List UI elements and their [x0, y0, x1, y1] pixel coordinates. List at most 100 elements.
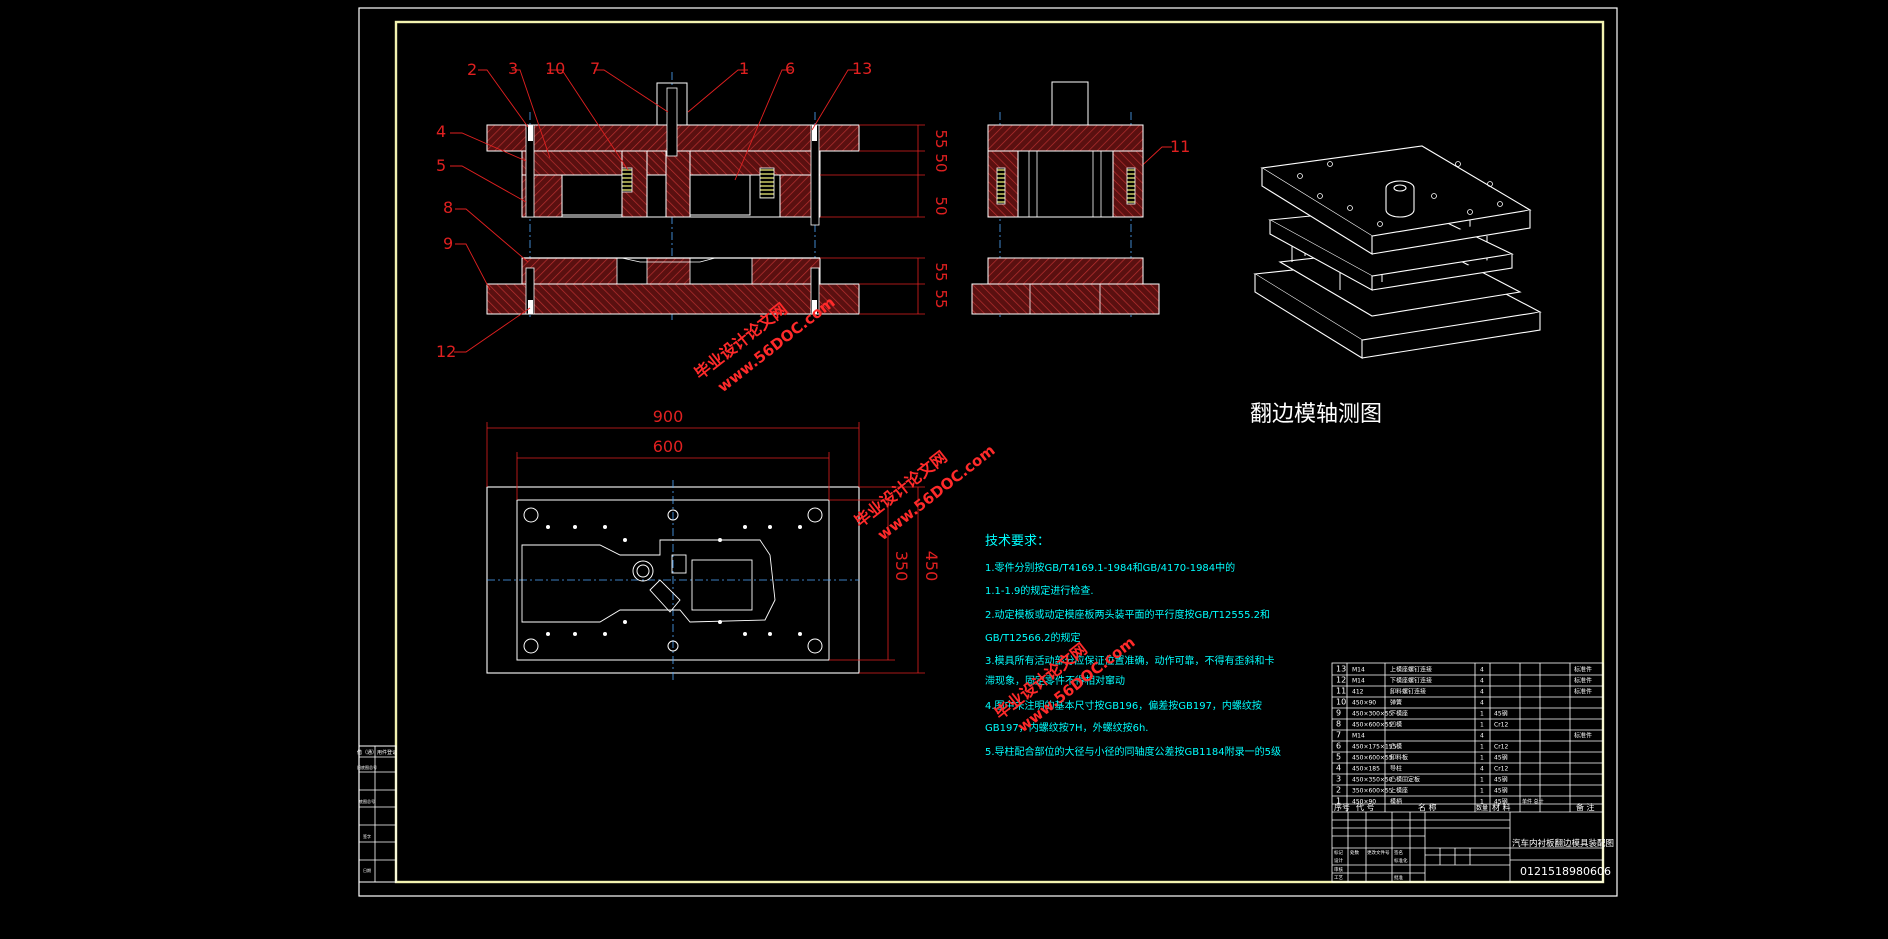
bom-cell-code: 412 — [1352, 689, 1364, 696]
bom-cell-name: 弹簧 — [1390, 699, 1402, 707]
drawing-title: 汽车内衬板翻边模具装配图 — [1512, 838, 1614, 849]
bom-cell-mat: 45钢 — [1494, 754, 1508, 762]
dim-front-4: 55 — [932, 262, 950, 281]
dim-front-5: 55 — [932, 289, 950, 308]
isometric-view — [1253, 145, 1542, 359]
tb-label-count: 处数 — [1350, 849, 1359, 856]
bom-cell-no: 10 — [1336, 698, 1346, 707]
bom-cell-no: 11 — [1336, 687, 1346, 696]
callout-12: 12 — [436, 342, 456, 361]
bom-cell-code: 350×600×55 — [1352, 788, 1393, 795]
iso-view-caption: 翻边模轴测图 — [1250, 402, 1382, 427]
tech-requirements: 技术要求： 1.零件分别按GB/T4169.1-1984和GB/4170-198… — [985, 534, 1281, 758]
bom-cell-code: M14 — [1352, 733, 1365, 740]
tb-label-approve: 批准 — [1394, 874, 1403, 881]
bom-cell-no: 3 — [1336, 775, 1341, 784]
outer-frame — [358, 7, 1618, 897]
side-section-view — [971, 81, 1160, 320]
callout-5: 5 — [436, 156, 446, 175]
bom-cell-name: 导柱 — [1390, 765, 1402, 773]
callout-3: 3 — [508, 59, 518, 78]
strip-label-5: 日期 — [363, 867, 371, 873]
bom-cell-qty: 4 — [1480, 733, 1484, 740]
tech-req-title: 技术要求： — [985, 534, 1050, 549]
bom-cell-qty: 1 — [1480, 711, 1484, 718]
bom-cell-code: M14 — [1352, 678, 1365, 685]
bom-cell-qty: 1 — [1480, 799, 1484, 806]
bom-cell-qty: 1 — [1480, 788, 1484, 795]
tech-req-line-7: 4.图中未注明的基本尺寸按GB196，偏差按GB197，内螺纹按 — [985, 699, 1262, 712]
left-binding-strip: 借（通）用件登记 旧底图总号 底图总号 签字 日期 — [357, 745, 397, 883]
bom-cell-qty: 4 — [1480, 766, 1484, 773]
bom-cell-qty: 1 — [1480, 755, 1484, 762]
bom-cell-code: 450×600×55 — [1352, 755, 1393, 762]
bom-cell-code: 450×90 — [1352, 799, 1376, 806]
bom-cell-note: 标准件 — [1574, 732, 1592, 740]
bom-cell-name: 凸模固定板 — [1390, 776, 1420, 784]
bom-cell-code: M14 — [1352, 667, 1365, 674]
tb-label-sign: 签名 — [1394, 849, 1403, 856]
bom-cell-name: 卸料螺钉连接 — [1390, 688, 1426, 696]
tb-label-process: 工艺 — [1334, 875, 1343, 881]
bom-cell-mat: 45钢 — [1494, 710, 1508, 718]
strip-label-4: 签字 — [363, 833, 371, 839]
part-callouts — [450, 69, 1172, 353]
bom-cell-no: 6 — [1336, 742, 1341, 751]
bom-header-name: 名 称 — [1418, 802, 1437, 812]
bom-cell-name: 上模座 — [1390, 787, 1408, 795]
bom-header: 序号 代 号 名 称 数量 材 料 单件 总计 备 注 — [1334, 798, 1595, 812]
tech-req-line-2: 1.1-1.9的规定进行检查. — [985, 584, 1094, 597]
bom-header-weight: 单件 总计 — [1522, 798, 1544, 805]
bom-cell-name: 凹模 — [1390, 721, 1402, 729]
callout-10: 10 — [545, 59, 565, 78]
dim-front-3: 50 — [932, 196, 950, 215]
tech-req-line-9: 5.导柱配合部位的大径与小径的同轴度公差按GB1184附录一的5级 — [985, 745, 1281, 758]
callout-6: 6 — [785, 59, 795, 78]
bom-cell-qty: 4 — [1480, 678, 1484, 685]
bom-cell-name: 下模座 — [1390, 710, 1408, 718]
bom-cell-mat: Cr12 — [1494, 722, 1508, 729]
bom-cell-no: 9 — [1336, 709, 1341, 718]
bom-header-note: 备 注 — [1576, 802, 1595, 812]
dim-front-1: 55 — [932, 129, 950, 148]
callout-7: 7 — [590, 59, 600, 78]
bom-cell-code: 450×350×50 — [1352, 777, 1393, 784]
plan-view: 900 600 350 450 — [486, 407, 941, 680]
dim-height-outer: 450 — [922, 551, 941, 582]
title-block: 汽车内衬板翻边模具装配图 0121518980606 标记 处数 更改文件号 签… — [1334, 838, 1614, 881]
callout-13: 13 — [852, 59, 872, 78]
bom-cell-mat: 45钢 — [1494, 798, 1508, 806]
bom-header-code: 代 号 — [1356, 802, 1375, 812]
bom-cell-mat: Cr12 — [1494, 744, 1508, 751]
bom-table — [1331, 662, 1604, 883]
bom-cell-mat: 45钢 — [1494, 776, 1508, 784]
callout-4: 4 — [436, 122, 446, 141]
bom-cell-note: 标准件 — [1574, 688, 1592, 696]
bom-cell-code: 450×600×55 — [1352, 722, 1393, 729]
bom-cell-no: 12 — [1336, 676, 1346, 685]
tech-req-line-3: 2.动定模板或动定模座板两头装平面的平行度按GB/T12555.2和 — [985, 608, 1270, 621]
bom-cell-note: 标准件 — [1574, 666, 1592, 674]
front-section-view: 55 50 50 55 55 — [486, 72, 950, 320]
bom-cell-code: 450×300×55 — [1352, 711, 1393, 718]
bom-header-no: 序号 — [1334, 802, 1350, 812]
inner-frame — [394, 20, 1605, 884]
bom-cell-mat: 45钢 — [1494, 787, 1508, 795]
bom-cell-qty: 1 — [1480, 777, 1484, 784]
dim-width-inner: 600 — [653, 437, 684, 456]
bom-cell-no: 13 — [1336, 665, 1346, 674]
tb-label-review: 审核 — [1334, 866, 1343, 873]
bom-cell-code: 450×175×155 — [1352, 744, 1397, 751]
tb-label-design: 设计 — [1334, 857, 1343, 864]
strip-label-2: 旧底图总号 — [357, 764, 377, 770]
tech-req-line-1: 1.零件分别按GB/T4169.1-1984和GB/4170-1984中的 — [985, 561, 1235, 574]
tech-req-line-6: 滞现象，固定零件不得相对窜动 — [985, 674, 1125, 687]
callout-2: 2 — [467, 60, 477, 79]
bom-cell-name: 下模座螺钉连接 — [1390, 677, 1432, 685]
tech-req-line-5: 3.模具所有活动部分应保证位置准确，动作可靠，不得有歪斜和卡 — [985, 654, 1275, 667]
drawing-frame — [358, 7, 1618, 897]
callout-11: 11 — [1170, 137, 1190, 156]
bom-cell-name: 模柄 — [1390, 798, 1402, 806]
